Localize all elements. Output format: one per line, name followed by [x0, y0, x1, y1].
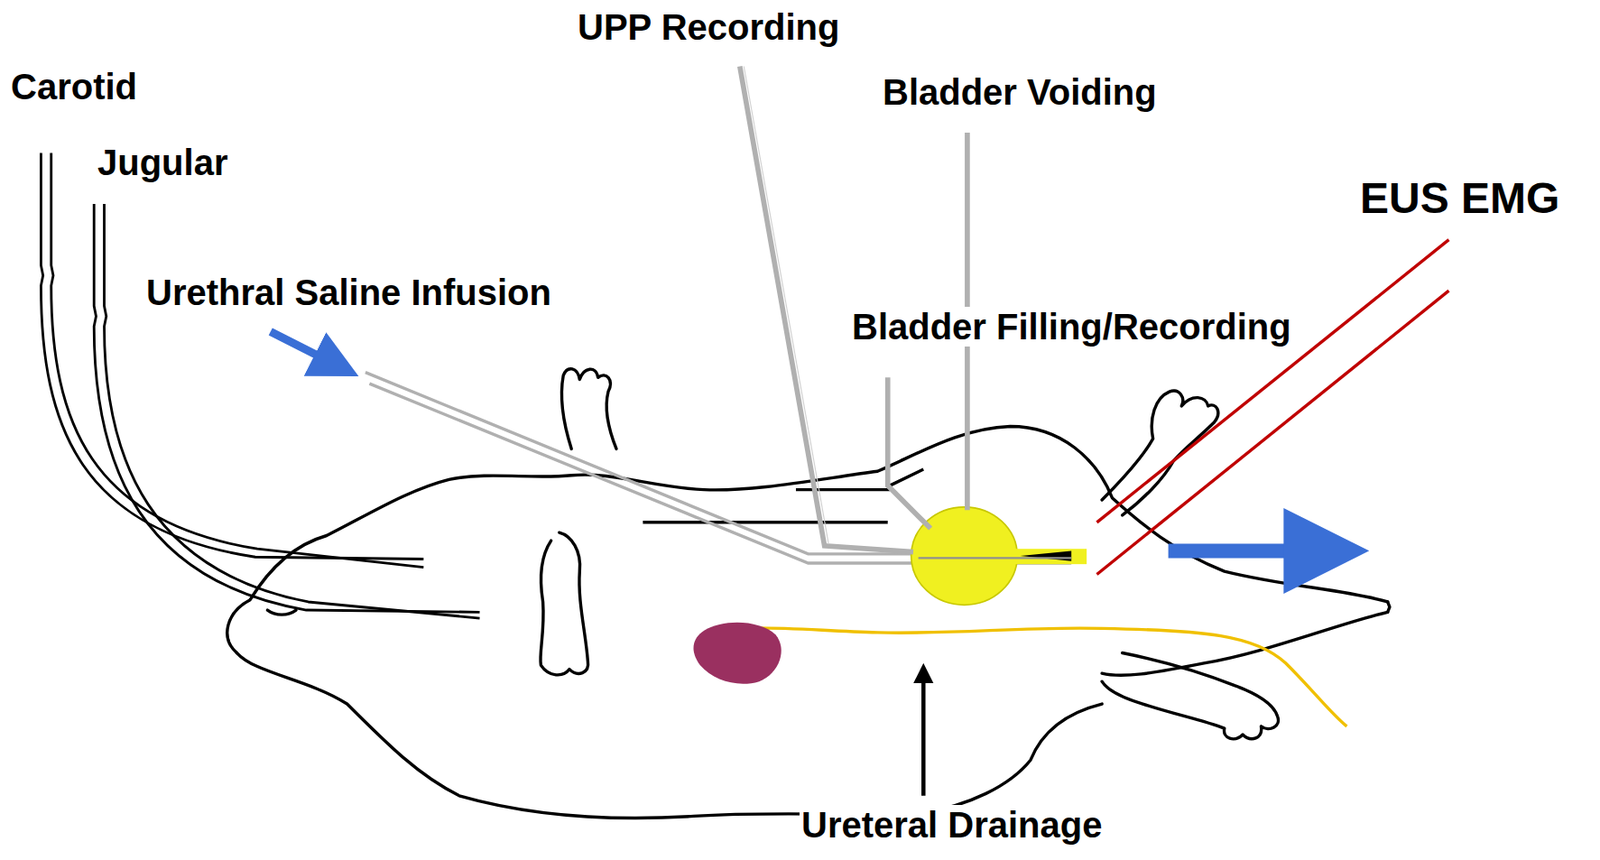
filling-catheter [887, 377, 931, 528]
label: Carotid [9, 66, 139, 107]
jugular-catheter [93, 203, 480, 619]
emg-wires [1096, 240, 1449, 575]
label: Ureteral Drainage [799, 804, 1104, 845]
label: Jugular [95, 142, 230, 183]
label: UPP Recording [575, 7, 842, 47]
catheter-tip [1020, 550, 1073, 561]
kidney [693, 622, 781, 685]
catheter-in-bladder [918, 556, 1073, 559]
upp-highlight [743, 65, 829, 544]
label: Bladder Voiding [880, 72, 1159, 112]
label: Urethral Saline Infusion [144, 272, 554, 313]
rat-outline [227, 369, 1390, 819]
infusion-arrow [270, 331, 337, 365]
label: EUS EMG [1358, 175, 1562, 223]
ureter-catheter [734, 628, 1347, 727]
tube-lines [642, 469, 924, 523]
label: Bladder Filling/Recording [850, 306, 1294, 347]
carotid-catheter [40, 153, 424, 568]
urethra [1009, 548, 1087, 565]
pointer-arrow [921, 673, 926, 796]
outflow-arrow [1168, 544, 1327, 559]
